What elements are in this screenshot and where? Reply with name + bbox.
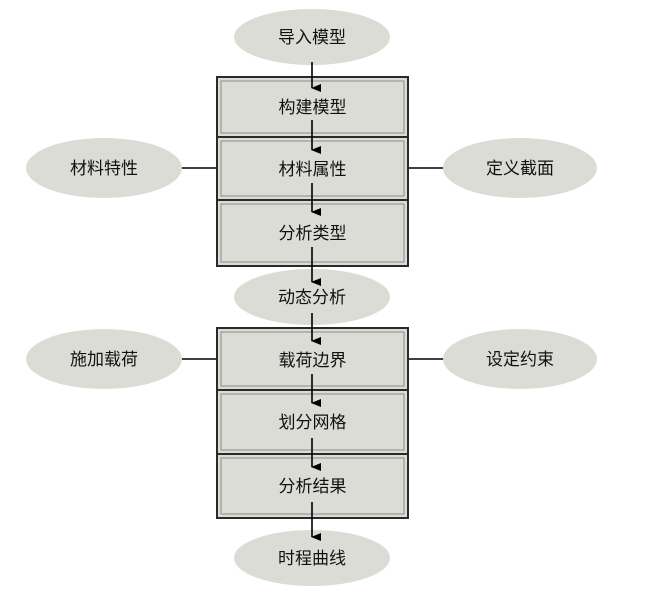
ellipse-time-history-label: 时程曲线 xyxy=(278,549,346,569)
ellipse-import-model: 导入模型 xyxy=(234,9,390,65)
ellipse-set-constraints: 设定约束 xyxy=(443,329,597,389)
ellipse-apply-load: 施加载荷 xyxy=(26,329,182,389)
ellipse-material-traits: 材料特性 xyxy=(26,138,182,198)
box-analysis-type-label: 分析类型 xyxy=(279,224,347,244)
ellipse-material-traits-label: 材料特性 xyxy=(70,159,138,179)
ellipse-dynamic-analysis: 动态分析 xyxy=(234,269,390,325)
ellipse-define-section: 定义截面 xyxy=(443,138,597,198)
ellipse-apply-load-label: 施加载荷 xyxy=(70,350,138,370)
ellipse-dynamic-analysis-label: 动态分析 xyxy=(278,288,346,308)
ellipse-time-history: 时程曲线 xyxy=(234,530,390,586)
box-analysis-results-label: 分析结果 xyxy=(279,477,347,497)
box-load-boundary-label: 载荷边界 xyxy=(279,351,347,371)
box-meshing-label: 划分网格 xyxy=(279,413,347,433)
ellipse-import-model-label: 导入模型 xyxy=(278,28,346,48)
box-build-model-label: 构建模型 xyxy=(279,98,347,118)
box-material-props-label: 材料属性 xyxy=(279,160,347,180)
ellipse-define-section-label: 定义截面 xyxy=(486,159,554,179)
ellipse-set-constraints-label: 设定约束 xyxy=(486,350,554,370)
